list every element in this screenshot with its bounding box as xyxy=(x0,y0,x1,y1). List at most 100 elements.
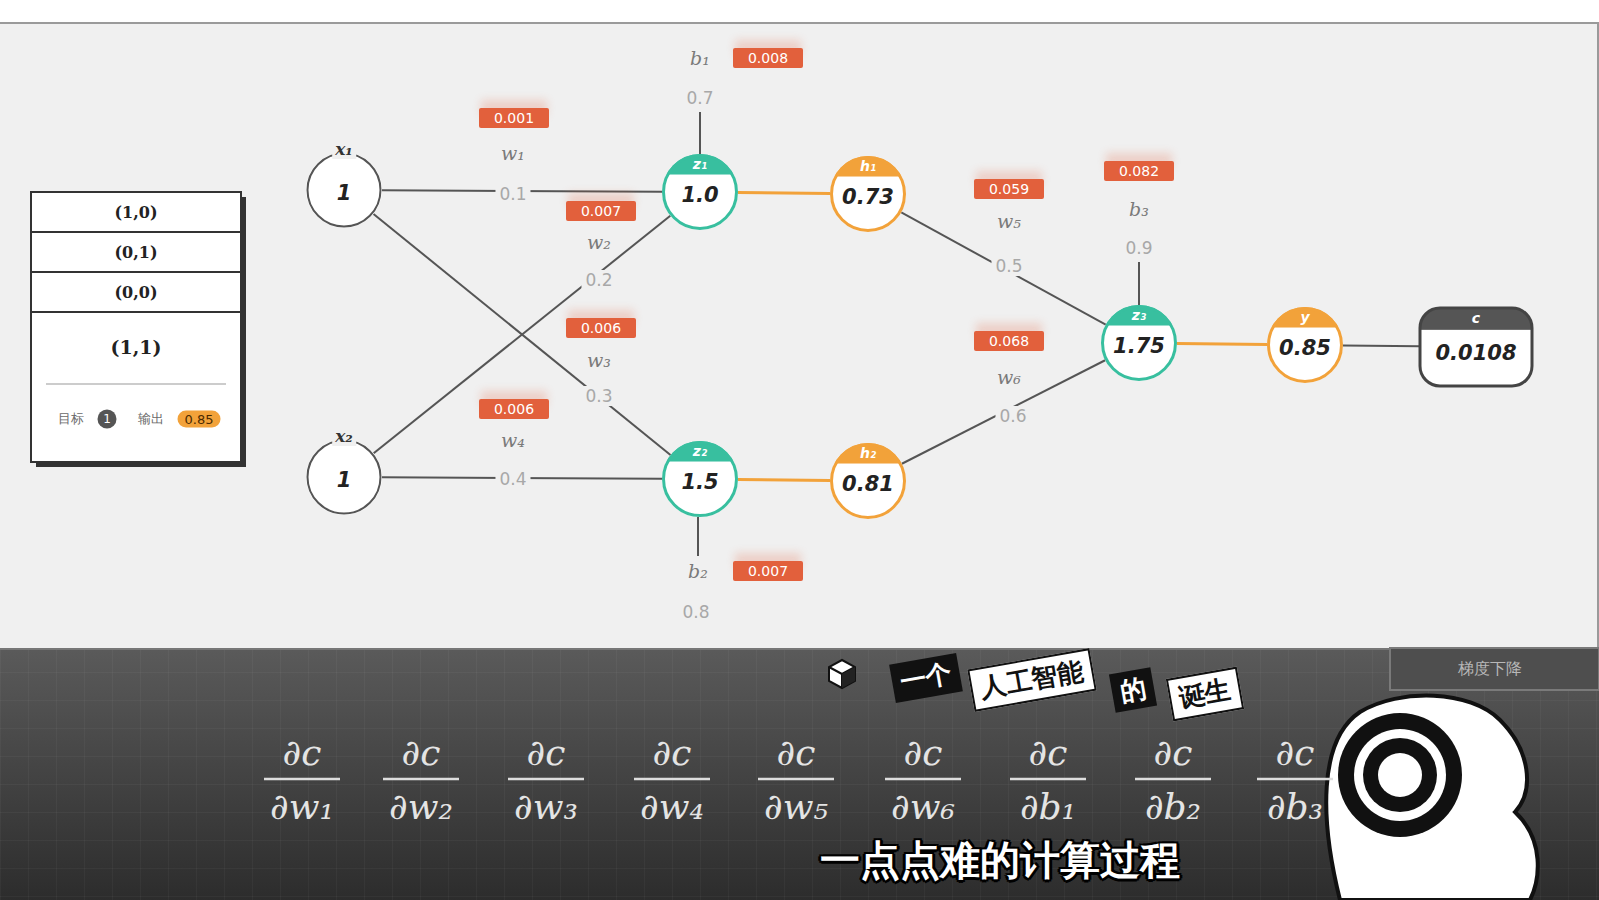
mascot-eye-ring xyxy=(1354,729,1446,821)
param-name: w₃ xyxy=(584,349,614,371)
gradient-value: 0.068 xyxy=(974,331,1044,351)
output-label: 输出 xyxy=(138,410,164,428)
node-value: 1 xyxy=(306,468,382,492)
node-value: 1 xyxy=(306,181,382,205)
bias-stub xyxy=(699,112,701,154)
table-card xyxy=(31,192,241,462)
panel-grid xyxy=(0,650,1599,900)
gradient-value: 0.006 xyxy=(566,318,636,338)
panel-tab-label: 梯度下降 xyxy=(1458,659,1522,680)
partial-denominator: ∂b₁ xyxy=(1020,786,1076,827)
circle-fill xyxy=(830,156,906,232)
param-name: w₂ xyxy=(584,231,614,253)
fraction-bar xyxy=(508,778,584,781)
table-row: (0,0) xyxy=(115,283,158,302)
node-value: 0.73 xyxy=(830,185,906,209)
circle-fill xyxy=(662,441,738,517)
panel-tab xyxy=(1390,648,1599,690)
fraction-bar xyxy=(383,778,459,781)
partial-denominator: ∂w₂ xyxy=(389,786,453,827)
param-value: 0.6 xyxy=(995,406,1030,426)
sum-node: z₃1.75 xyxy=(1101,305,1177,381)
node-value: 1.5 xyxy=(662,470,738,494)
circle-cap xyxy=(830,443,906,464)
fraction-bar xyxy=(758,778,834,781)
partial-numerator: ∂c xyxy=(904,732,943,773)
connector xyxy=(374,216,671,454)
cost-box: c0.0108 xyxy=(1420,308,1532,386)
cube-icon xyxy=(829,660,855,688)
circle-fill xyxy=(662,154,738,230)
cost-fill xyxy=(1420,308,1532,386)
partial-denominator: ∂w₄ xyxy=(640,786,704,827)
subtitle: 一点点难的计算过程 xyxy=(820,833,1180,888)
input-node: x₁1 xyxy=(306,152,382,228)
partial-numerator: ∂c xyxy=(777,732,816,773)
partial-denominator: ∂b₃ xyxy=(1267,786,1323,827)
node-name: x₂ xyxy=(332,426,356,446)
activation-node: h₁ 0.73 xyxy=(830,156,906,232)
node-name: z₂ xyxy=(693,442,707,460)
circle-cap xyxy=(662,441,738,462)
circle-cap xyxy=(662,154,738,175)
cube-edge xyxy=(829,667,855,688)
param-name: w₆ xyxy=(994,366,1024,388)
cube-face xyxy=(829,660,855,688)
bias-stub xyxy=(697,517,699,556)
partial-denominator: ∂w₅ xyxy=(764,786,828,827)
param-name: b₂ xyxy=(685,560,711,582)
output-node: y 0.85 xyxy=(1267,307,1343,383)
node-name: y xyxy=(1300,308,1309,326)
circle-cap xyxy=(1101,305,1177,326)
sample-table: (1,0)(0,1)(0,0)(1,1)目标1输出0.85 xyxy=(31,192,241,462)
cost-header xyxy=(1420,308,1532,330)
connector xyxy=(738,192,830,193)
gradient-value: 0.001 xyxy=(479,108,549,128)
circle-fill xyxy=(1101,305,1177,381)
node-value: 0.85 xyxy=(1267,336,1343,360)
node-name: h₁ xyxy=(860,157,876,175)
fraction-bar xyxy=(264,778,340,781)
mascot-eye-center xyxy=(1378,753,1422,797)
param-value: 0.9 xyxy=(1121,238,1156,258)
table-row: (0,1) xyxy=(115,243,158,262)
circle-fill xyxy=(306,152,382,228)
subtitle-tag: 的 xyxy=(1109,667,1157,713)
mascot-eye-inner xyxy=(1363,738,1437,812)
partial-denominator: ∂w₃ xyxy=(514,786,578,827)
connector xyxy=(902,360,1105,464)
circle-fill xyxy=(1267,307,1343,383)
bias-stub xyxy=(1138,262,1140,305)
node-value: 1.75 xyxy=(1101,334,1177,358)
node-value: 0.81 xyxy=(830,472,906,496)
circle-cap xyxy=(1267,307,1343,328)
partial-denominator: ∂w₆ xyxy=(891,786,955,827)
gradient-value: 0.007 xyxy=(733,561,803,581)
node-name: h₂ xyxy=(860,444,876,462)
target-value: 1 xyxy=(98,410,117,429)
fraction-bar xyxy=(885,778,961,781)
node-name: x₁ xyxy=(332,139,356,159)
fraction-bar xyxy=(1257,778,1333,781)
param-name: w₄ xyxy=(498,429,528,451)
param-value: 0.4 xyxy=(495,469,530,489)
mascot-body xyxy=(1326,696,1537,900)
connector xyxy=(738,479,830,480)
circle-cap xyxy=(830,156,906,177)
gradient-value: 0.008 xyxy=(733,48,803,68)
node-name: c xyxy=(1472,309,1480,327)
param-value: 0.8 xyxy=(678,602,713,622)
sum-node: z₁1.0 xyxy=(662,154,738,230)
circle-fill xyxy=(830,443,906,519)
gradient-value: 0.006 xyxy=(479,399,549,419)
partial-numerator: ∂c xyxy=(1154,732,1193,773)
partial-numerator: ∂c xyxy=(283,732,322,773)
param-name: w₁ xyxy=(498,142,528,164)
param-value: 0.1 xyxy=(495,184,530,204)
input-node: x₂1 xyxy=(306,439,382,515)
activation-node: h₂ 0.81 xyxy=(830,443,906,519)
connector xyxy=(374,214,671,455)
table-row: (1,1) xyxy=(110,336,161,358)
table-row: (1,0) xyxy=(115,203,158,222)
